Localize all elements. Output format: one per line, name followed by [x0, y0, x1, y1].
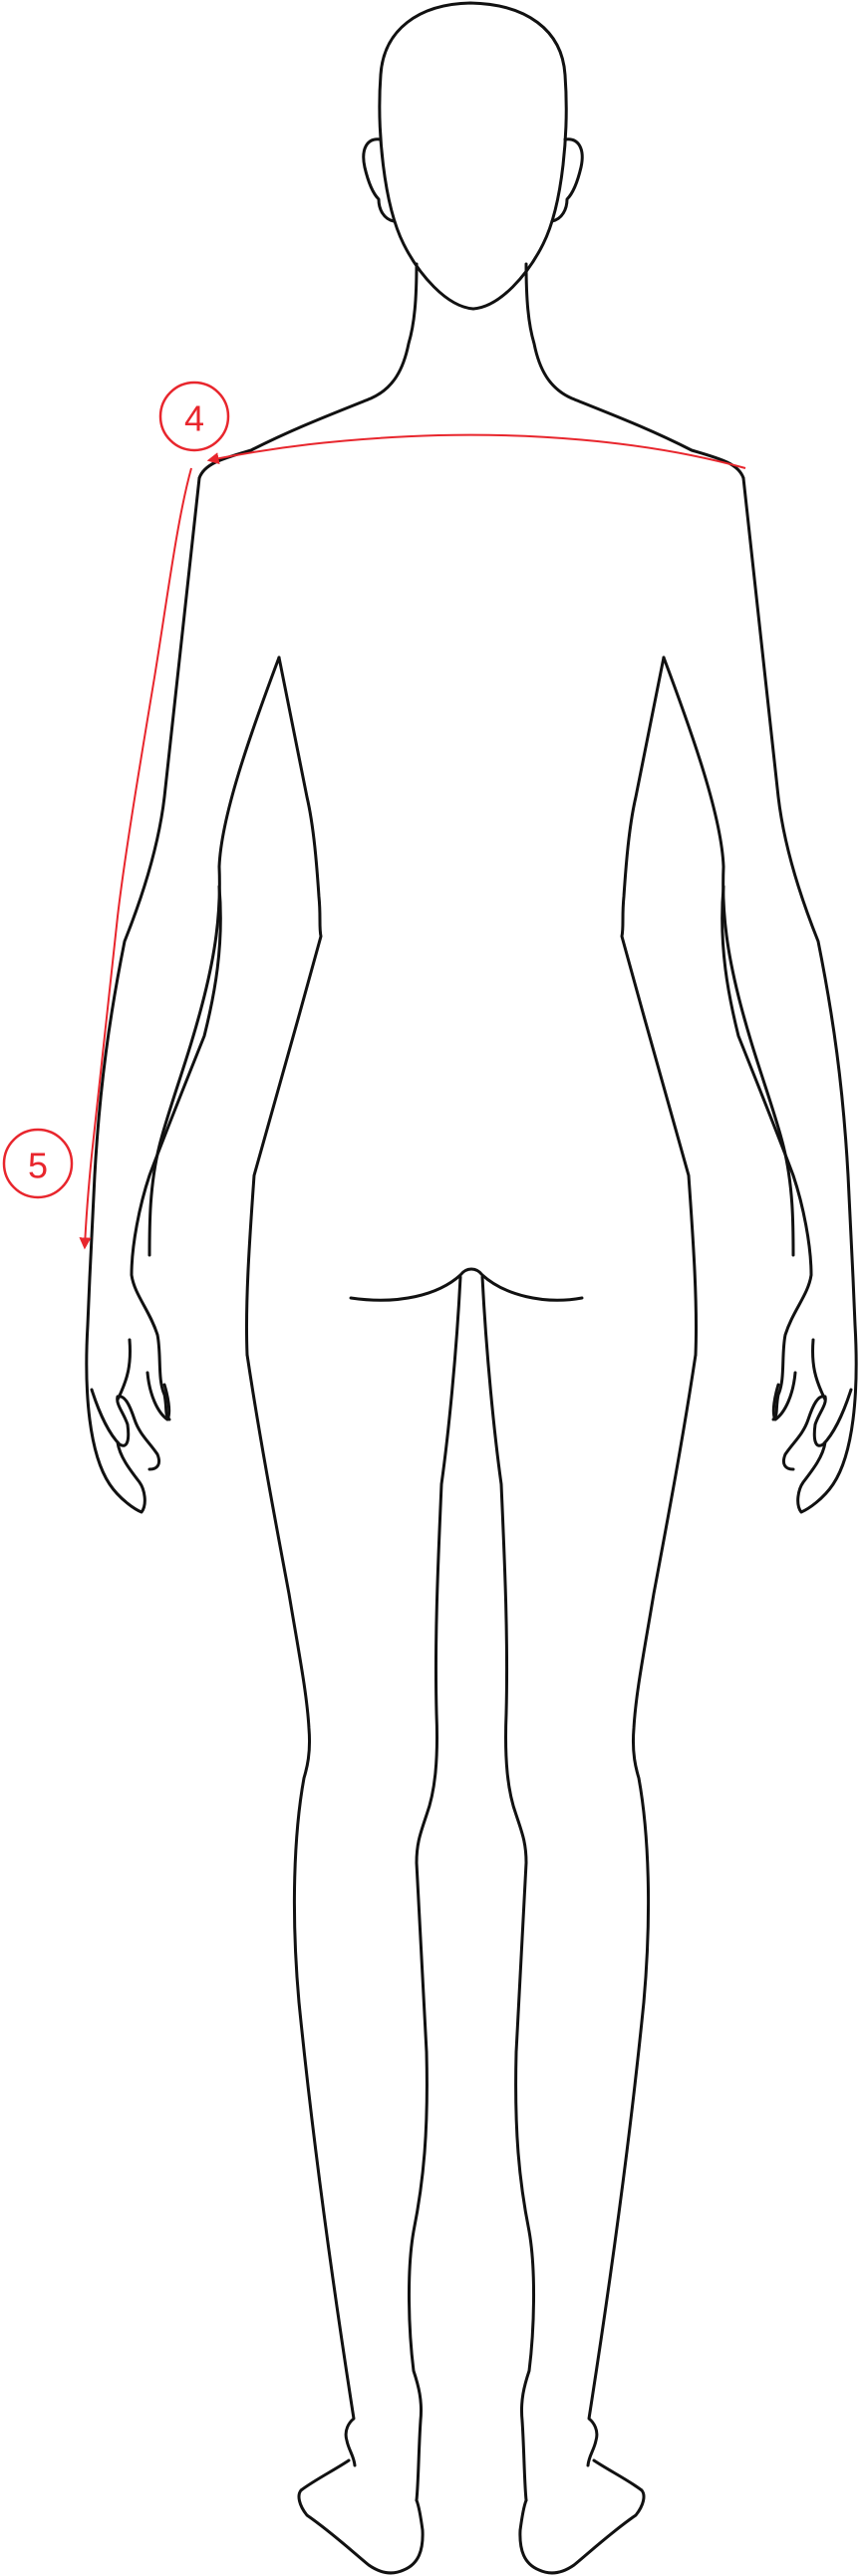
left-leg-inner-outline [408, 1275, 462, 2502]
sleeve-measure-line [79, 467, 192, 1250]
left-torso-outline [147, 655, 281, 1257]
left-fingers-outline [116, 1338, 171, 1421]
body-outline [85, 1, 858, 2575]
measurement-badge-5: 5 [2, 1128, 74, 1199]
left-back-outline [244, 655, 323, 1357]
left-hand-outline [90, 1388, 161, 1471]
left-arm-outline [85, 476, 201, 1514]
badge-circle [158, 381, 230, 452]
head-outline [378, 1, 568, 311]
right-hand-outline [781, 1388, 853, 1471]
buttocks-crease-outline [349, 1267, 584, 1302]
right-arm-outline [741, 476, 858, 1514]
left-ear-outline [362, 137, 396, 223]
right-foot-outline [518, 2458, 646, 2575]
right-back-outline [620, 655, 699, 1357]
neck-left-outline [197, 262, 419, 480]
badge-circle [2, 1128, 74, 1199]
right-leg-outer-outline [586, 1353, 698, 2467]
measurement-overlay: 4 5 [2, 381, 746, 1250]
badge-number-5: 5 [28, 1146, 48, 1186]
left-inner-arm-outline [130, 885, 222, 1421]
right-torso-outline [662, 655, 795, 1257]
left-leg-outer-outline [245, 1353, 357, 2467]
shoulder-measure-line [206, 433, 746, 469]
badge-number-4: 4 [184, 398, 204, 439]
neck-right-outline [524, 262, 745, 480]
left-foot-outline [297, 2458, 425, 2575]
right-leg-inner-outline [480, 1275, 535, 2502]
right-inner-arm-outline [721, 885, 813, 1421]
right-fingers-outline [771, 1338, 827, 1421]
measurement-badge-4: 4 [158, 381, 230, 452]
right-ear-outline [550, 137, 584, 223]
